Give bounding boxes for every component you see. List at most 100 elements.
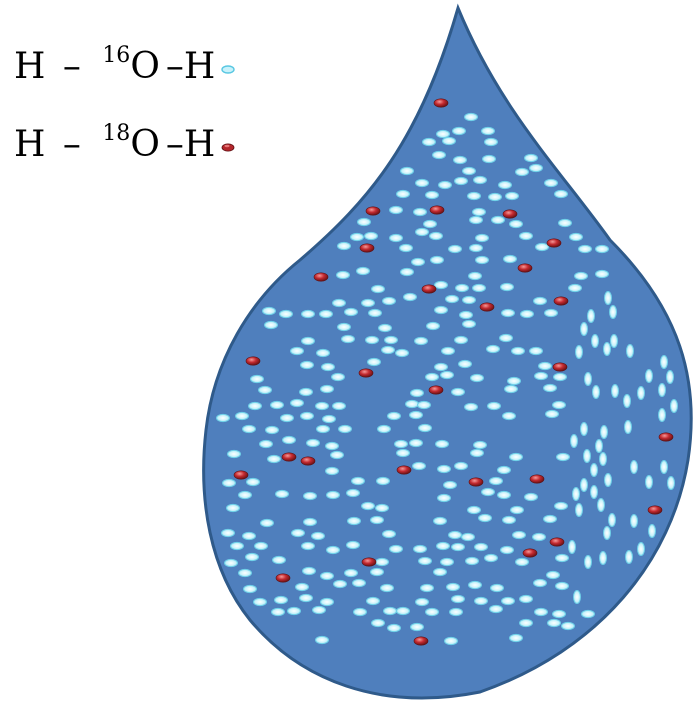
light-water-molecule-icon (238, 568, 252, 578)
light-water-molecule-icon (595, 439, 603, 453)
light-water-molecule-icon (299, 387, 313, 397)
light-water-molecule-icon (469, 243, 483, 253)
light-water-molecule-icon (434, 305, 448, 315)
light-water-molecule-icon (325, 441, 339, 451)
light-water-molecule-icon (230, 541, 244, 551)
light-water-molecule-icon (221, 528, 235, 538)
light-water-molecule-icon (569, 232, 583, 242)
light-water-molecule-icon (599, 452, 607, 466)
light-water-molecule-icon (484, 553, 498, 563)
light-water-molecule-icon (387, 411, 401, 421)
light-water-molecule-icon (491, 215, 505, 225)
light-water-molecule-icon (451, 594, 465, 604)
light-water-molecule-icon (301, 541, 315, 551)
light-water-molecule-icon (242, 531, 256, 541)
light-water-molecule-icon (370, 515, 384, 525)
light-water-molecule-icon (260, 518, 274, 528)
light-water-molecule-icon (282, 435, 296, 445)
light-water-molecule-icon (464, 402, 478, 412)
light-water-molecule-icon (319, 309, 333, 319)
light-water-molecule-icon (497, 465, 511, 475)
light-water-molecule-icon (543, 514, 557, 524)
light-water-molecule-icon (534, 607, 548, 617)
light-water-molecule-icon (544, 178, 558, 188)
light-water-molecule-icon (433, 567, 447, 577)
light-water-molecule-icon (410, 622, 424, 632)
oxygen-label: O (130, 46, 160, 87)
light-water-molecule-icon (555, 553, 569, 563)
light-water-molecule-icon (437, 493, 451, 503)
light-water-molecule-icon (570, 434, 578, 448)
light-water-molecule-icon (400, 166, 414, 176)
light-water-molecule-icon (267, 454, 281, 464)
light-water-molecule-icon (584, 372, 592, 386)
light-water-molecule-icon (435, 439, 449, 449)
heavy-water-molecule-icon (221, 143, 235, 151)
light-water-molecule-icon (302, 566, 316, 576)
light-water-molecule-icon (420, 583, 434, 593)
light-water-molecule-icon (332, 298, 346, 308)
light-water-molecule-icon (574, 271, 588, 281)
light-water-molecule-icon (603, 526, 611, 540)
light-water-molecule-icon (572, 487, 580, 501)
light-water-molecule-icon (332, 401, 346, 411)
light-water-molecule-icon (430, 255, 444, 265)
light-water-molecule-icon (320, 384, 334, 394)
light-water-molecule-icon (414, 336, 428, 346)
isotope-number: 18 (102, 121, 131, 146)
light-water-molecule-icon (452, 126, 466, 136)
light-water-molecule-icon (603, 342, 611, 356)
light-water-molecule-icon (337, 241, 351, 251)
light-water-molecule-icon (389, 205, 403, 215)
light-water-molecule-icon (445, 294, 459, 304)
light-water-molecule-icon (300, 411, 314, 421)
light-water-molecule-icon (250, 374, 264, 384)
light-water-molecule-icon (519, 618, 533, 628)
light-water-molecule-icon (336, 270, 350, 280)
bond-hydrogen-label: –H (165, 46, 216, 87)
light-water-molecule-icon (597, 498, 605, 512)
light-water-molecule-icon (384, 335, 398, 345)
light-water-molecule-icon (520, 309, 534, 319)
light-water-molecule-icon (303, 517, 317, 527)
light-water-molecule-icon (344, 307, 358, 317)
light-water-molecule-icon (279, 309, 293, 319)
light-water-molecule-icon (609, 305, 617, 319)
light-water-molecule-icon (533, 578, 547, 588)
light-water-molecule-icon (265, 425, 279, 435)
light-water-molecule-icon (469, 215, 483, 225)
light-water-molecule-icon (441, 346, 455, 356)
light-water-molecule-icon (595, 244, 609, 254)
light-water-molecule-icon (497, 490, 511, 500)
light-water-molecule-icon (375, 503, 389, 513)
light-water-molecule-icon (364, 231, 378, 241)
light-water-molecule-icon (291, 528, 305, 538)
bond-hydrogen-label: –H (165, 124, 216, 165)
heavy-water-molecule-icon (549, 537, 565, 547)
light-water-molecule-icon (370, 567, 384, 577)
light-water-molecule-icon (637, 386, 645, 400)
light-water-molecule-icon (464, 112, 478, 122)
light-water-molecule-icon (608, 513, 616, 527)
light-water-molecule-icon (433, 516, 447, 526)
light-water-molecule-icon (511, 346, 525, 356)
light-water-molecule-icon (326, 490, 340, 500)
light-water-molecule-icon (534, 371, 548, 381)
light-water-molecule-icon (448, 244, 462, 254)
light-water-molecule-icon (467, 505, 481, 515)
light-water-molecule-icon (489, 476, 503, 486)
light-water-molecule-icon (429, 231, 443, 241)
light-water-molecule-icon (591, 334, 599, 348)
light-water-molecule-icon (380, 583, 394, 593)
light-water-molecule-icon (451, 387, 465, 397)
light-water-molecule-icon (580, 422, 588, 436)
light-water-molecule-icon (459, 310, 473, 320)
light-water-molecule-icon (417, 400, 431, 410)
light-water-molecule-icon (468, 271, 482, 281)
light-water-molecule-icon (357, 217, 371, 227)
light-water-molecule-icon (502, 515, 516, 525)
light-water-molecule-icon (415, 227, 429, 237)
light-water-molecule-icon (545, 409, 559, 419)
light-water-molecule-icon (658, 383, 666, 397)
